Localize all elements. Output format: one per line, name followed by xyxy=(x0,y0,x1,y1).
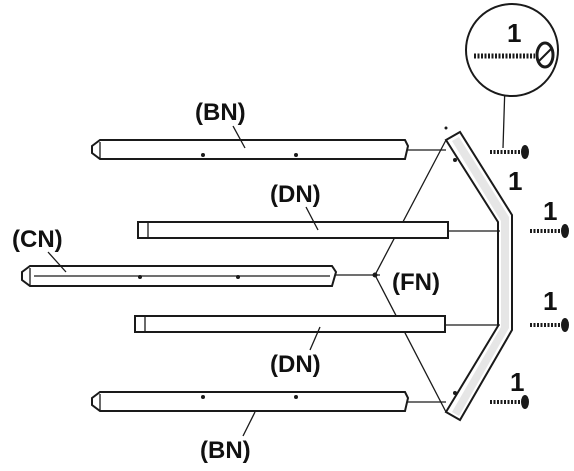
rail-bn-top xyxy=(91,139,446,160)
screw-right-lower xyxy=(530,318,569,332)
label-fn: (FN) xyxy=(392,269,440,296)
label-bn-bottom: (BN) xyxy=(200,437,251,464)
screw-qty-bottom-left: 1 xyxy=(510,367,524,397)
label-cn: (CN) xyxy=(12,226,63,253)
screw-bottom-left xyxy=(490,395,529,409)
screw-qty-top-left: 1 xyxy=(508,166,522,196)
screw-top-left xyxy=(490,145,529,159)
rail-cn xyxy=(21,265,338,287)
rail-bn-bottom xyxy=(91,391,446,412)
label-dn-top: (DN) xyxy=(270,181,321,208)
screw-qty-right-lower: 1 xyxy=(543,286,557,316)
screw-callout: 1 xyxy=(465,3,559,149)
screw-qty-right-upper: 1 xyxy=(543,196,557,226)
label-dn-bottom: (DN) xyxy=(270,351,321,378)
screw-right-upper xyxy=(530,224,569,238)
frame-fn xyxy=(336,126,513,422)
callout-qty: 1 xyxy=(507,18,521,48)
label-bn-top: (BN) xyxy=(195,99,246,126)
rail-dn-top xyxy=(137,221,500,239)
rail-dn-bottom xyxy=(134,315,500,333)
